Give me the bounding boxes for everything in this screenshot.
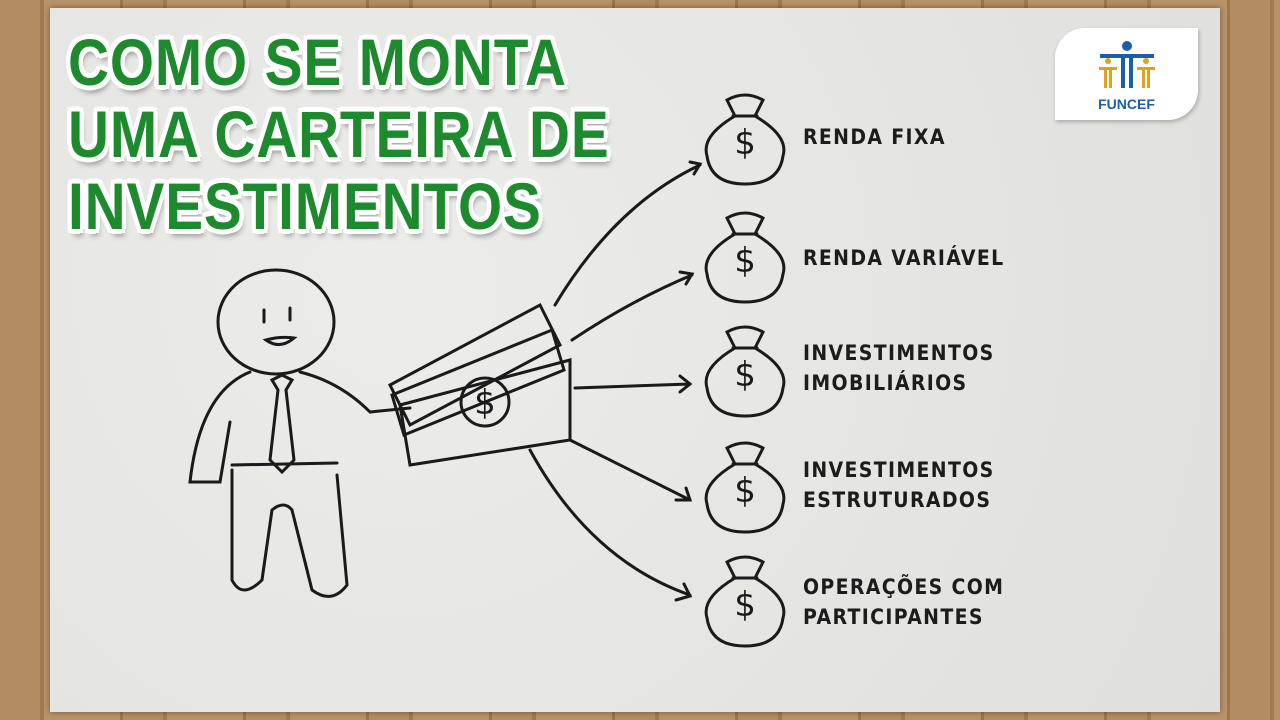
money-bag-icon: $ (704, 555, 786, 648)
funcef-logo: FUNCEF (1055, 28, 1198, 120)
svg-text:$: $ (734, 471, 756, 511)
label-line: INVESTIMENTOS (803, 341, 995, 365)
investment-label: INVESTIMENTOS ESTRUTURADOS (803, 455, 995, 515)
svg-text:$: $ (474, 383, 496, 423)
svg-text:$: $ (734, 123, 756, 163)
headline-line: UMA CARTEIRA DE (68, 97, 610, 171)
headline: COMO SE MONTA UMA CARTEIRA DE INVESTIMEN… (68, 26, 610, 242)
svg-text:$: $ (734, 355, 756, 395)
money-bag-icon: $ (704, 93, 786, 186)
businessman-figure (188, 268, 412, 598)
label-line: ESTRUTURADOS (803, 488, 992, 512)
investment-label: INVESTIMENTOS IMOBILIÁRIOS (803, 338, 995, 398)
svg-text:$: $ (734, 585, 756, 625)
label-line: IMOBILIÁRIOS (803, 371, 968, 395)
svg-text:$: $ (734, 241, 756, 281)
money-bag-icons: $ $ $ $ $ (704, 93, 786, 648)
headline-line: COMO SE MONTA (68, 26, 610, 98)
label-line: RENDA FIXA (803, 125, 946, 149)
label-line: OPERAÇÕES COM (803, 575, 1005, 599)
funcef-logo-icon (1099, 41, 1155, 88)
investment-label: RENDA FIXA (803, 122, 946, 152)
investment-label: RENDA VARIÁVEL (803, 243, 1005, 273)
money-bag-icon: $ (704, 325, 786, 418)
label-line: INVESTIMENTOS (803, 458, 995, 482)
label-line: RENDA VARIÁVEL (803, 246, 1005, 270)
arrows (528, 160, 703, 602)
investment-label: OPERAÇÕES COM PARTICIPANTES (803, 572, 1004, 632)
logo-text: FUNCEF (1098, 96, 1155, 112)
paper-background (50, 8, 1220, 712)
money-bills: $ (388, 302, 572, 467)
money-bag-icon: $ (704, 211, 786, 304)
money-bag-icon: $ (704, 441, 786, 534)
headline-line: INVESTIMENTOS (68, 170, 610, 242)
label-line: PARTICIPANTES (803, 605, 984, 629)
